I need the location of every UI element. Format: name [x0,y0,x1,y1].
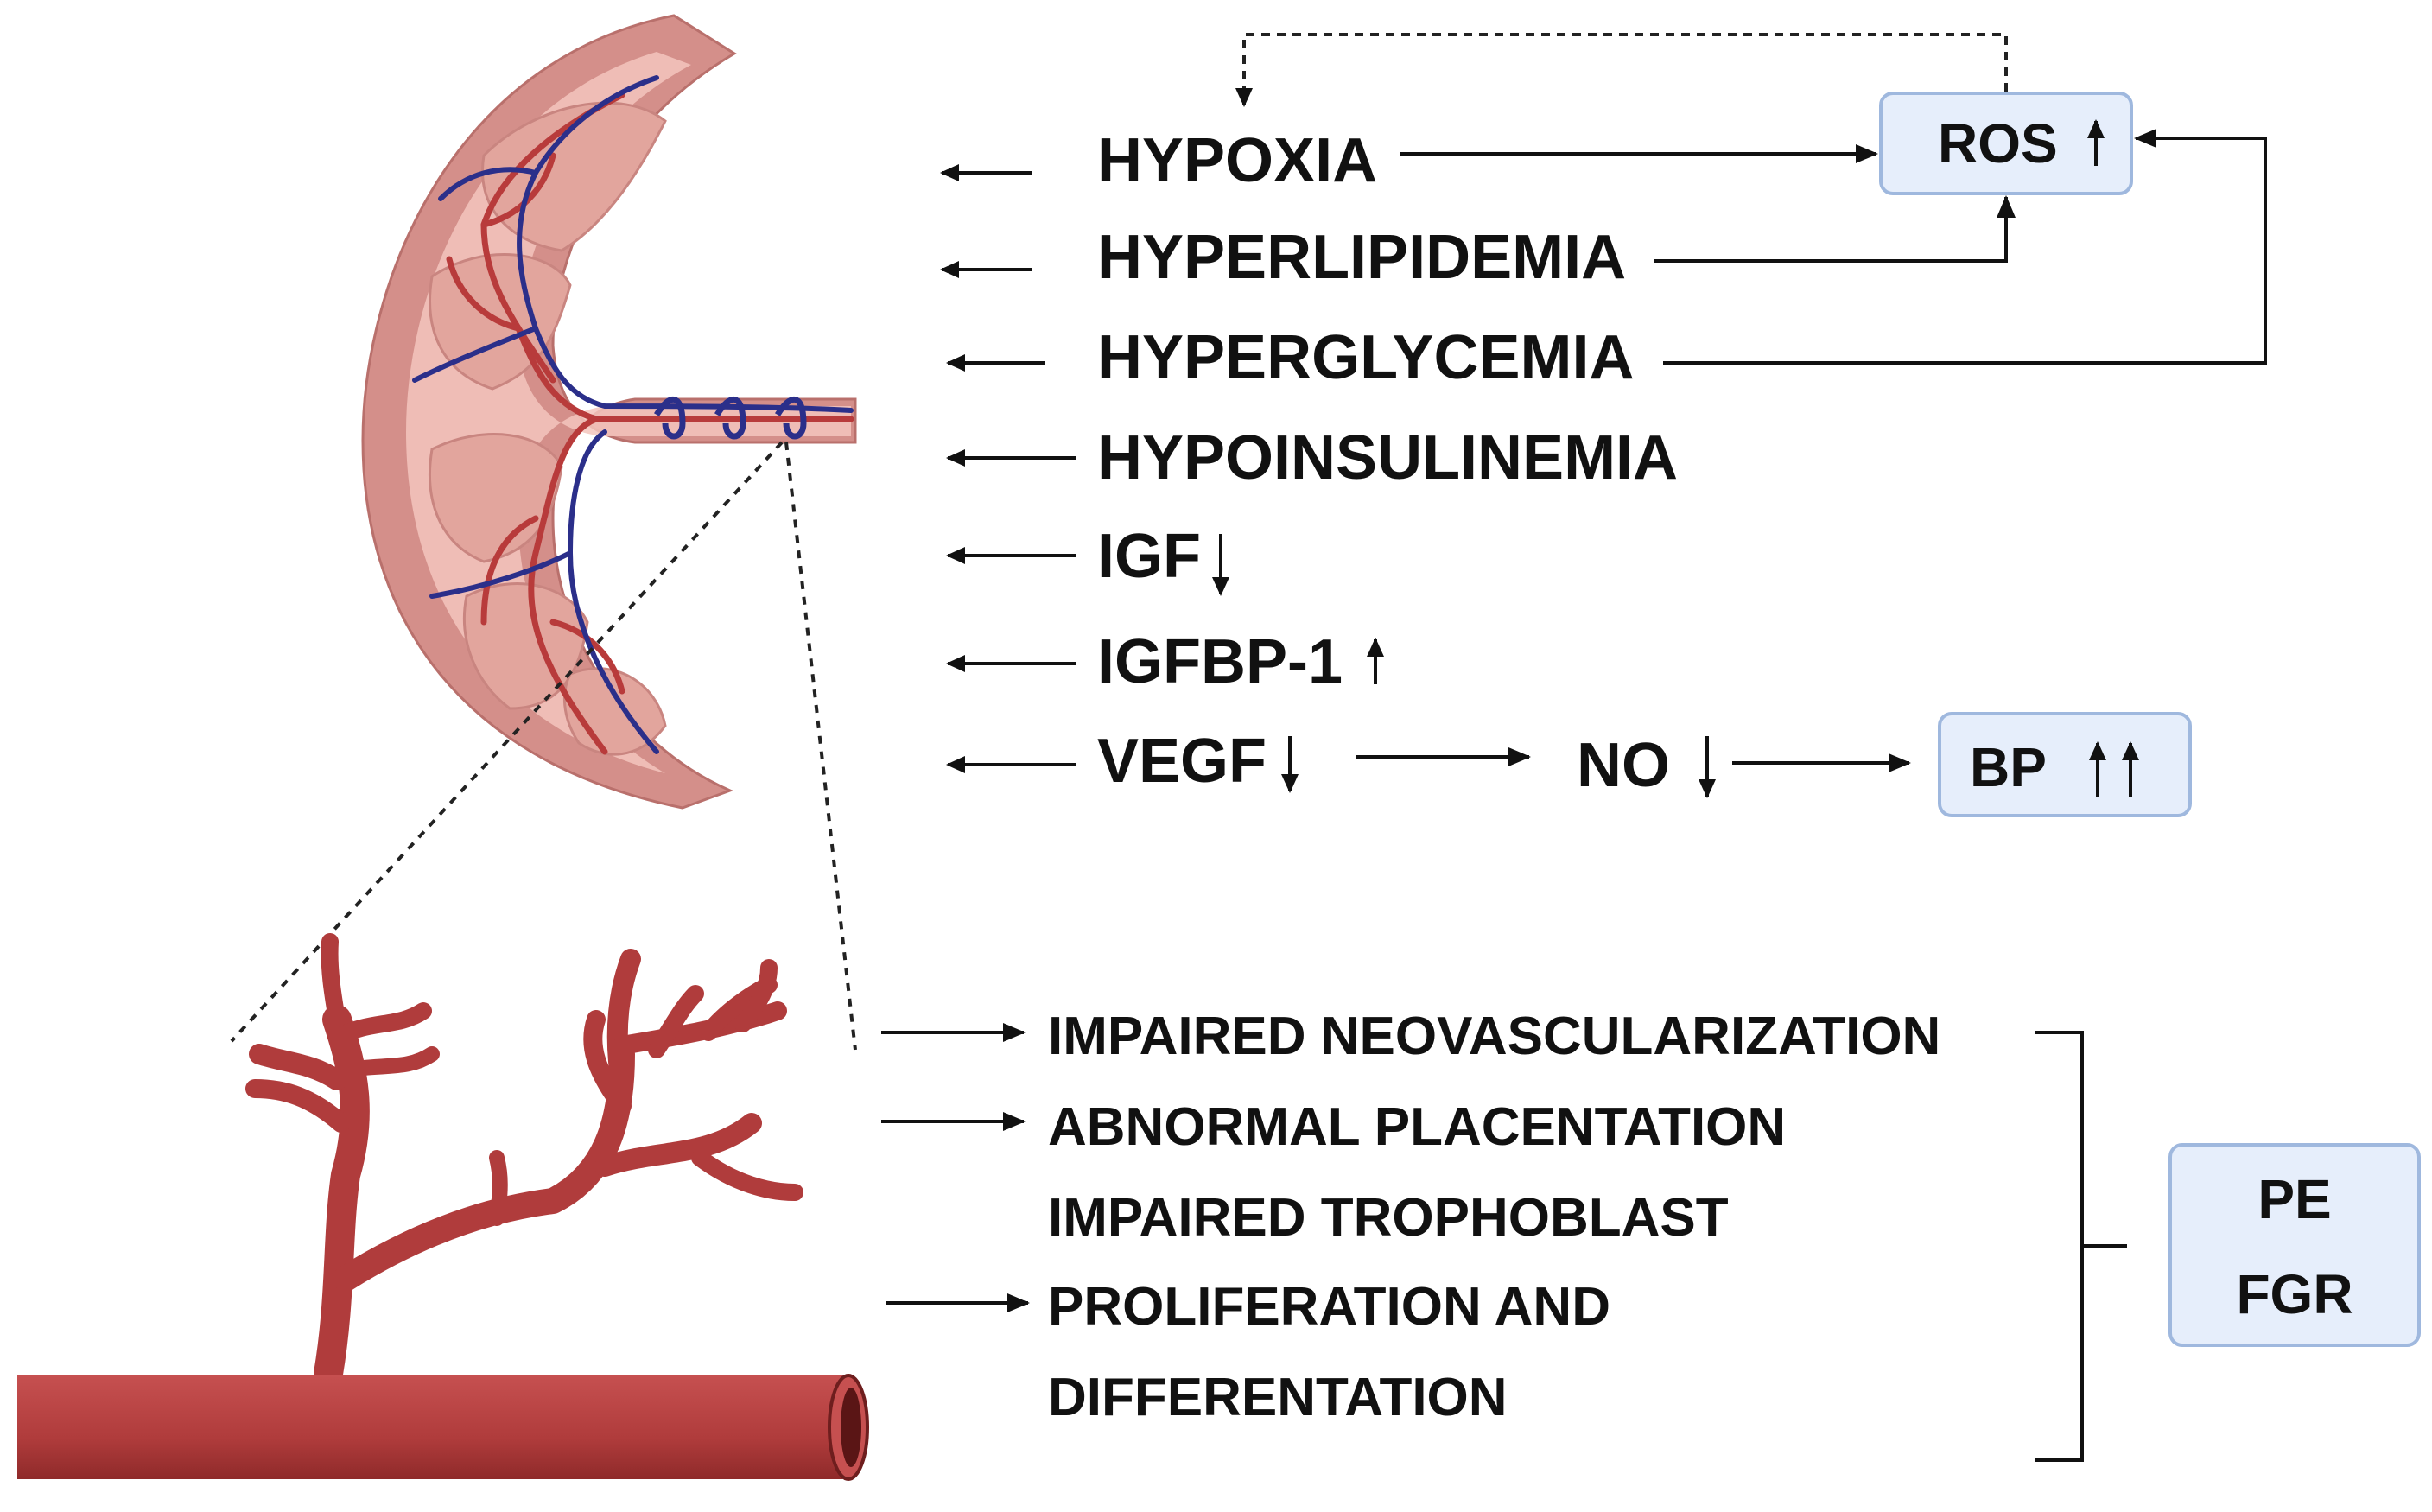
bp-box [1938,712,2192,817]
arrow-hyperglycemia-to-ros [1663,129,2267,365]
outcome-impaired-neovascularization: IMPAIRED NEOVASCULARIZATION [1048,1007,1940,1066]
outcome-impaired-trophoblast: IMPAIRED TROPHOBLAST [1048,1188,1729,1248]
ros-label: ROS [1938,112,2058,175]
factor-left-arrows [940,164,1076,773]
factor-hypoxia: HYPOXIA [1097,126,1377,195]
outcome-list: IMPAIRED NEOVASCULARIZATION ABNORMAL PLA… [881,1007,2421,1462]
umbilical-cord [653,396,807,440]
ros-group: ROS [1235,33,2267,365]
vegf-chain: NO BP [1356,712,2192,817]
result-fgr: FGR [2236,1263,2353,1325]
result-pe: PE [2257,1168,2331,1230]
factor-hypoinsulinemia: HYPOINSULINEMIA [1097,423,1678,492]
ros-box [1879,92,2133,195]
factor-hyperlipidemia: HYPERLIPIDEMIA [1097,223,1626,292]
factor-igfbp1: IGFBP-1 [1097,627,1343,696]
outcome-proliferation-and: PROLIFERATION AND [1048,1277,1610,1337]
outcome-differentation: DIFFERENTATION [1048,1368,1508,1427]
placenta-illustration [361,14,857,810]
vessel-branches [245,933,803,1388]
zoom-guide-lines [230,441,857,1051]
factor-list: HYPOXIA HYPERLIPIDEMIA HYPERGLYCEMIA HYP… [940,126,1678,796]
bp-label: BP [1970,736,2047,798]
arrow-hyperlipidemia-to-ros [1654,195,2016,263]
no-label: NO [1577,731,1670,800]
factor-hyperglycemia: HYPERGLYCEMIA [1097,323,1634,392]
placenta-veins [412,75,854,754]
outcome-bracket [2035,1031,2084,1462]
result-box [2168,1143,2421,1347]
main-vessel-tube [17,1375,859,1479]
outcome-abnormal-placentation: ABNORMAL PLACENTATION [1048,1097,1786,1157]
factor-igf: IGF [1097,522,1201,591]
arrow-ros-feedback [1235,33,2008,107]
factor-vegf: VEGF [1097,727,1267,796]
blood-vessel-illustration [17,933,869,1481]
